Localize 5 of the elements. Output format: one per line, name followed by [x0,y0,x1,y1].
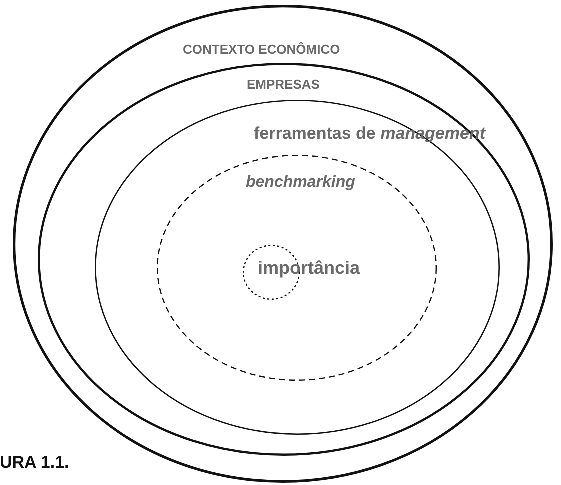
figure-caption: URA 1.1. [0,453,70,473]
ring-label: importância [258,259,360,277]
ring-label: CONTEXTO ECONÔMICO [183,43,340,56]
ring-label: EMPRESAS [247,78,320,91]
ring-label: benchmarking [246,175,356,191]
